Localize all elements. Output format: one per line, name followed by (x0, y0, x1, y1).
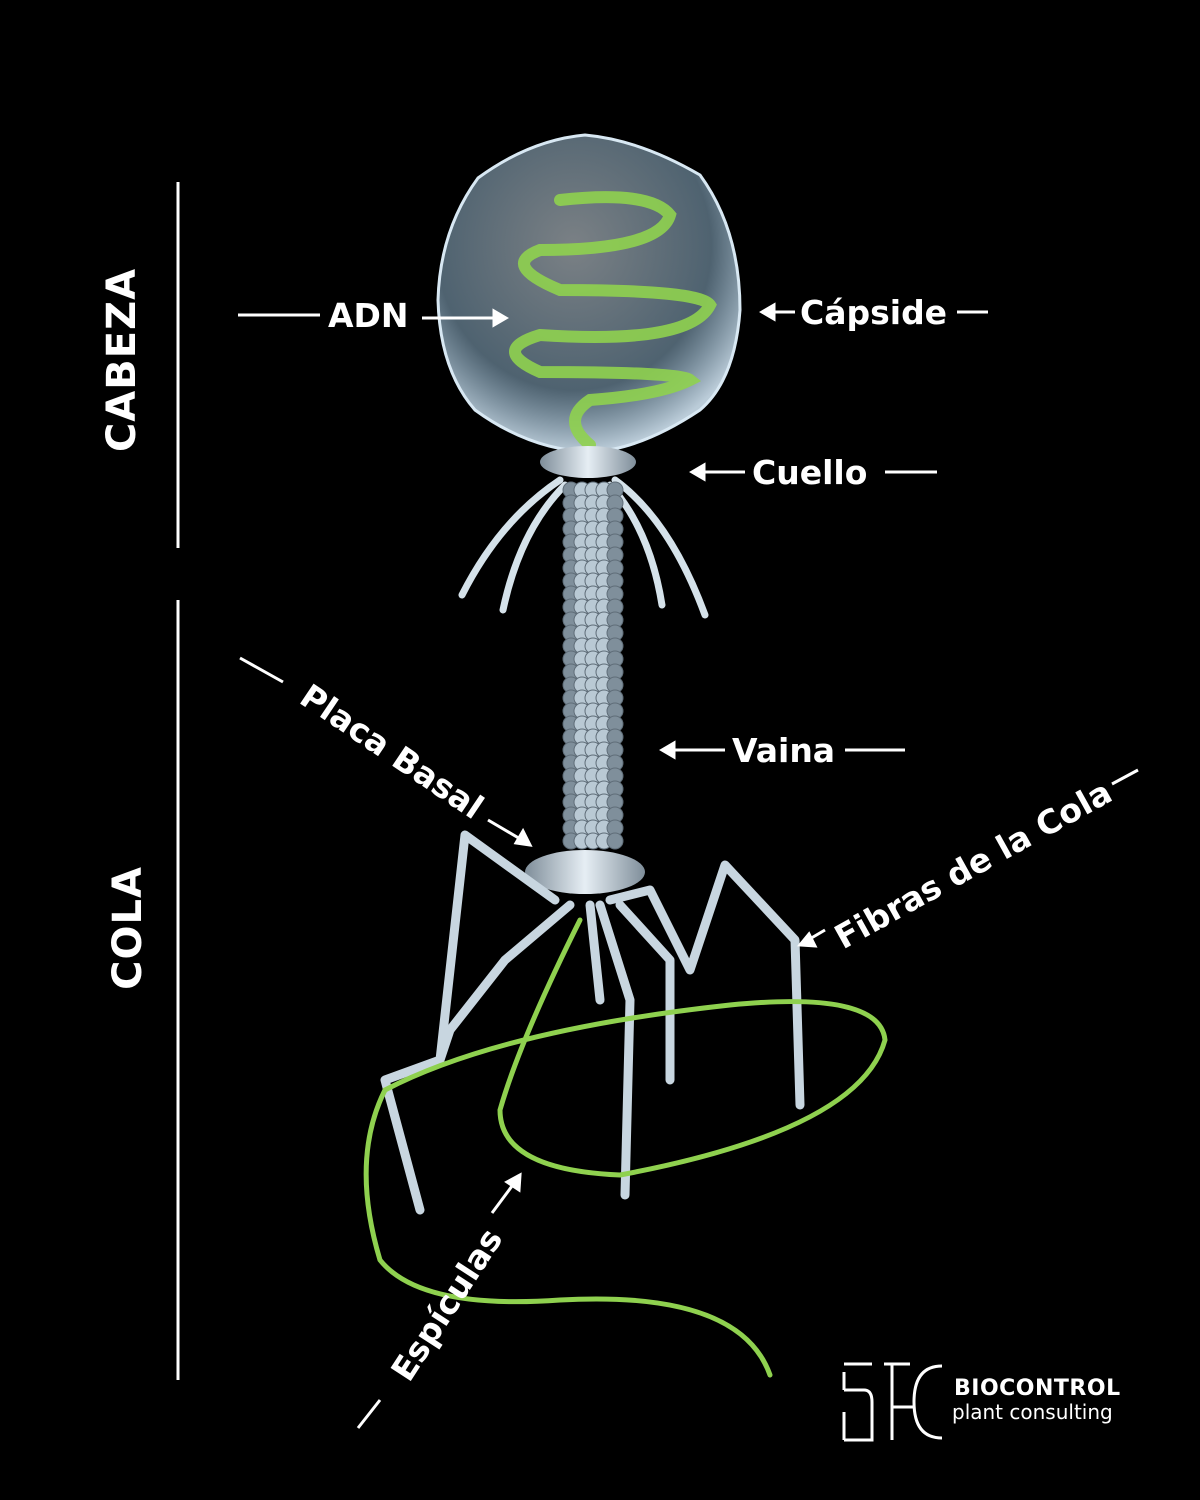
tail-fibers (380, 830, 805, 1215)
spike-fibers (363, 917, 888, 1378)
section-label-tail: COLA (105, 866, 151, 990)
neck-collar (540, 446, 636, 478)
tail-sheath (562, 481, 624, 850)
label-sheath: Vaina (732, 731, 836, 770)
sheath-bead (606, 832, 624, 850)
label-dna: ADN (328, 296, 409, 335)
bpc-logo-mark (842, 1362, 943, 1442)
biocontrol-logo: BIOCONTROL plant consulting (842, 1362, 1120, 1446)
logo-name: BIOCONTROL (954, 1376, 1121, 1401)
base-plate (525, 850, 645, 894)
label-neck: Cuello (752, 453, 868, 492)
pointer-lines (238, 302, 1139, 1429)
logo-tagline: plant consulting (952, 1400, 1113, 1424)
dna-helix (509, 191, 717, 451)
label-capsid: Cápside (800, 293, 948, 332)
section-label-head: CABEZA (99, 267, 145, 453)
